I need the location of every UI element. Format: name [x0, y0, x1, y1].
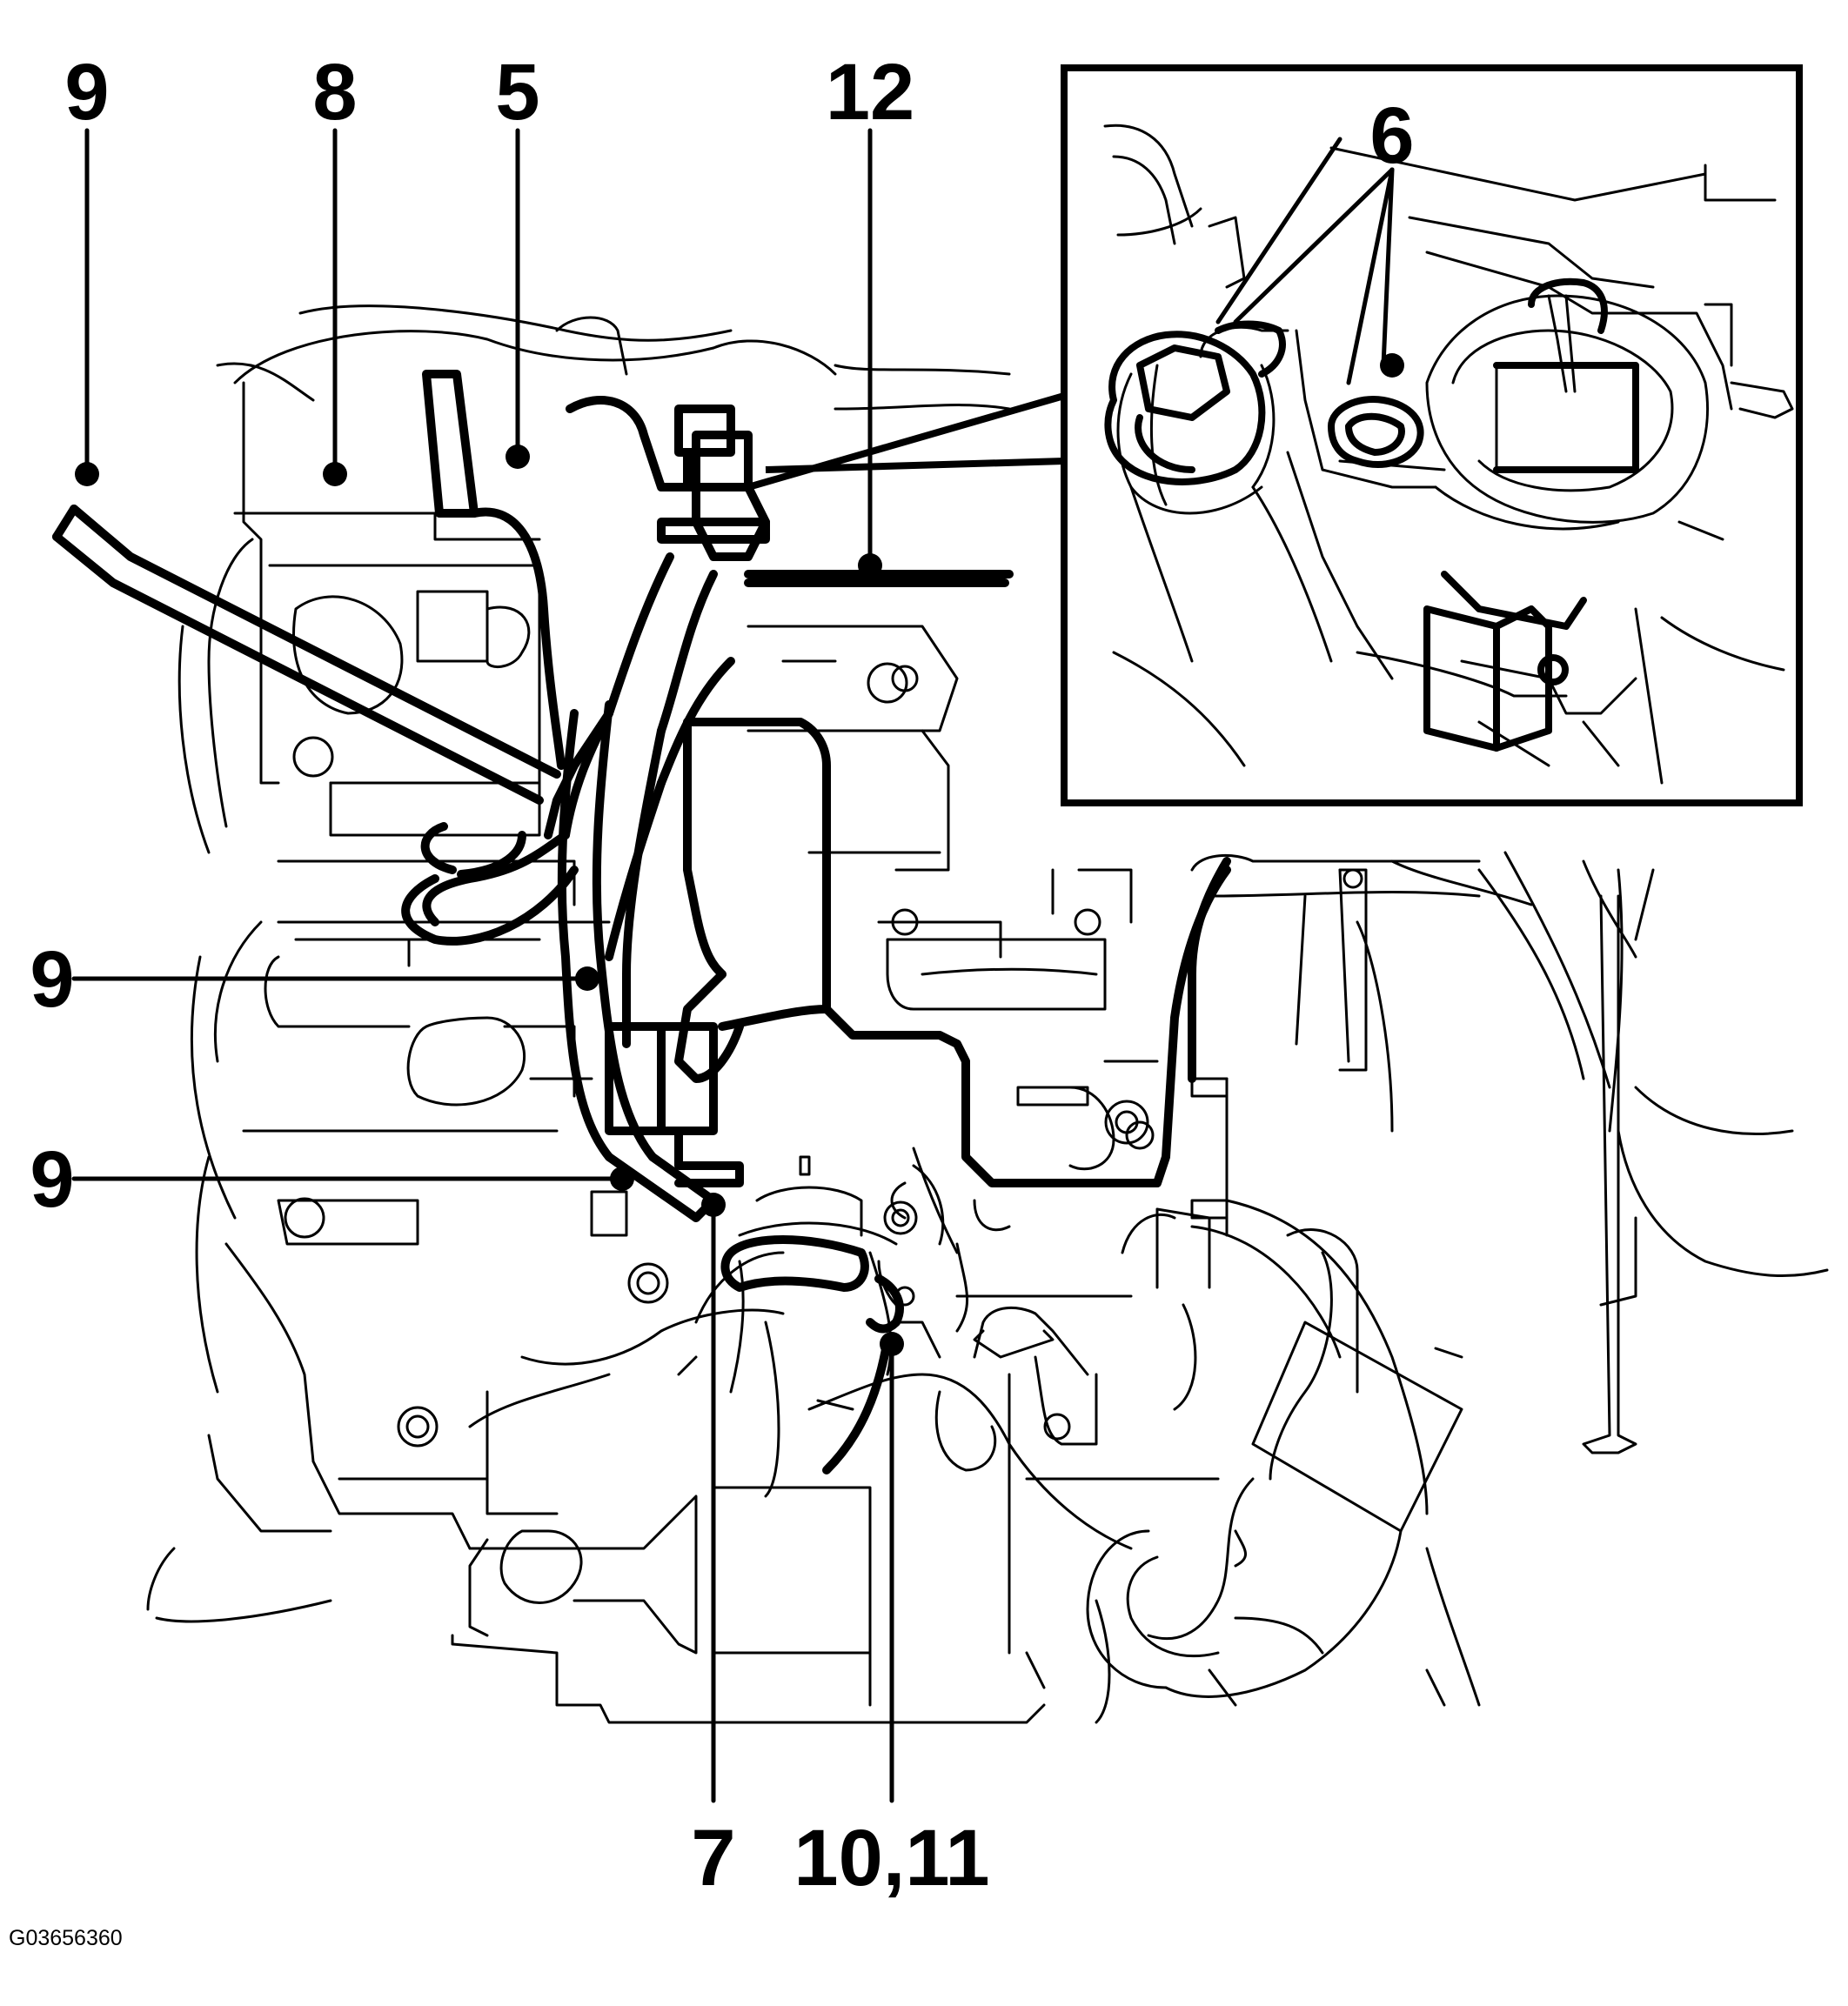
leader-dot-7	[701, 1193, 726, 1217]
callout-5: 5	[495, 48, 540, 137]
leader-dot-9-low	[610, 1167, 634, 1191]
callout-9-top: 9	[64, 48, 110, 137]
detail-inset	[1061, 64, 1803, 806]
callout-9-mid: 9	[30, 935, 75, 1024]
harness-and-hoses	[52, 370, 1231, 1474]
leader-dot-8	[323, 462, 347, 486]
leader-dot-10-11	[880, 1332, 904, 1356]
leader-dot-9-mid	[575, 966, 599, 991]
leader-dot-5	[506, 445, 530, 469]
callout-12: 12	[825, 48, 915, 137]
leader-dot-6	[1380, 353, 1404, 378]
leader-dot-12	[858, 553, 882, 578]
leader-lines	[71, 128, 1395, 1803]
callout-6: 6	[1369, 91, 1415, 180]
figure-code: G03656360	[9, 1926, 123, 1950]
callout-9-low: 9	[30, 1135, 75, 1224]
inset-connector	[747, 392, 1066, 491]
callout-8: 8	[312, 48, 358, 137]
leader-dot-9-top	[75, 462, 99, 486]
leader-dots	[75, 353, 1404, 1356]
callout-7: 7	[691, 1814, 736, 1902]
callout-10-11: 10,11	[793, 1814, 990, 1902]
